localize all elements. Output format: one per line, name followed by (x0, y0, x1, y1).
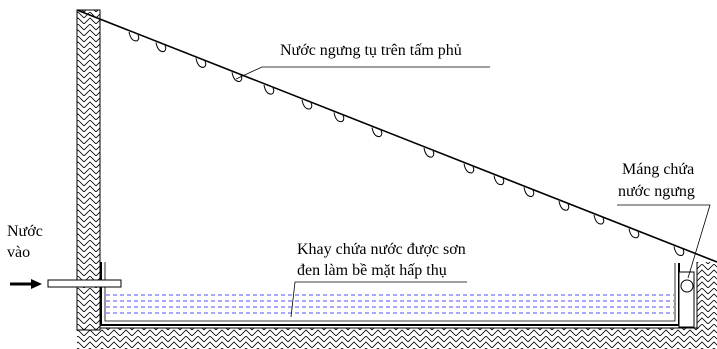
glass-cover (76, 9, 717, 263)
condensate-droplets (128, 31, 685, 257)
tray-water (106, 294, 674, 314)
water-droplet-icon (673, 246, 685, 257)
water-droplet-icon (231, 72, 243, 82)
inlet-pipe (47, 279, 122, 288)
tray-label-line2: đen làm bề mặt hấp thụ (297, 262, 447, 279)
water-droplet-icon (493, 175, 505, 186)
water-droplet-icon (301, 99, 313, 110)
water-droplet-icon (333, 112, 345, 123)
leader-lines (235, 66, 711, 318)
collector-label-line2: nước ngưng (618, 183, 695, 200)
water-droplet-icon (128, 31, 140, 42)
water-droplet-icon (195, 58, 207, 68)
ground-base (77, 328, 717, 349)
condensate-label: Nước ngưng tụ trên tấm phủ (280, 42, 462, 59)
water-droplet-icon (628, 228, 640, 239)
water-droplet-icon (593, 214, 605, 225)
water-droplet-icon (558, 201, 570, 211)
water-droplet-icon (463, 163, 475, 174)
inlet-label-line1: Nước (7, 223, 43, 240)
collector-pipe (680, 279, 694, 293)
water-droplet-icon (155, 42, 167, 53)
right-wall (697, 262, 717, 329)
water-droplet-icon (371, 127, 383, 138)
inlet-label-line2: vào (7, 244, 30, 261)
water-droplet-icon (263, 84, 275, 95)
water-droplet-icon (423, 147, 435, 158)
collector-label-line1: Máng chứa (622, 161, 694, 178)
tray-label-line1: Khay chứa nước được sơn (297, 241, 466, 258)
water-droplet-icon (523, 187, 535, 197)
wall-hatching (76, 9, 717, 349)
arrow-right-icon (10, 279, 42, 289)
collector-trough (678, 271, 695, 328)
